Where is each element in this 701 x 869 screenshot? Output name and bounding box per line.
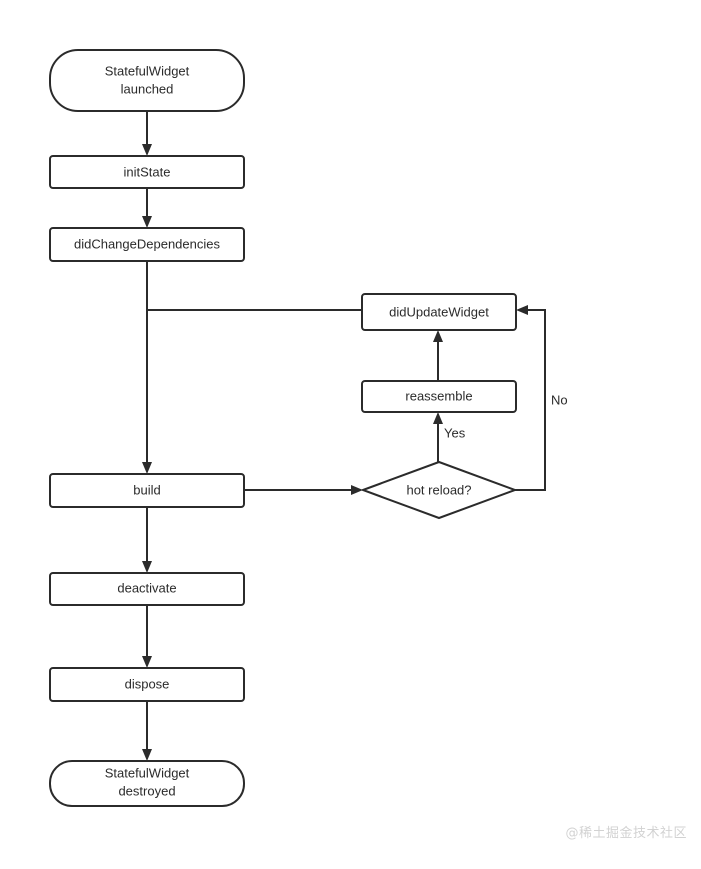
edge-dispose-to-end bbox=[142, 701, 152, 761]
node-reassemble[interactable]: reassemble bbox=[361, 380, 517, 413]
node-end-label-line1: StatefulWidget bbox=[105, 765, 190, 780]
node-start-label-line2: launched bbox=[121, 81, 174, 96]
node-dispose-label: dispose bbox=[125, 676, 170, 691]
node-reassemble-label: reassemble bbox=[405, 388, 472, 403]
edge-hotreload-no-to-didupdatewidget bbox=[515, 305, 546, 491]
node-deactivate[interactable]: deactivate bbox=[49, 572, 245, 606]
node-build[interactable]: build bbox=[49, 473, 245, 508]
node-end[interactable]: StatefulWidget destroyed bbox=[49, 760, 245, 807]
edge-deactivate-to-dispose bbox=[142, 605, 152, 668]
edge-label-yes: Yes bbox=[444, 425, 466, 440]
node-hotreload-label: hot reload? bbox=[406, 482, 471, 497]
node-start[interactable]: StatefulWidget launched bbox=[49, 49, 245, 112]
edge-start-to-initstate bbox=[142, 111, 152, 156]
edge-build-to-deactivate bbox=[142, 507, 152, 573]
node-initstate[interactable]: initState bbox=[49, 155, 245, 189]
edge-initstate-to-didchangedependencies bbox=[142, 188, 152, 228]
node-deactivate-label: deactivate bbox=[117, 580, 176, 595]
edge-hotreload-yes-to-reassemble bbox=[433, 412, 443, 466]
node-didupdatewidget[interactable]: didUpdateWidget bbox=[361, 293, 517, 331]
node-didchangedependencies[interactable]: didChangeDependencies bbox=[49, 227, 245, 262]
node-end-label-line2: destroyed bbox=[118, 783, 175, 798]
node-hotreload[interactable]: hot reload? bbox=[360, 460, 518, 520]
node-didchangedependencies-label: didChangeDependencies bbox=[74, 236, 221, 251]
node-start-label-line1: StatefulWidget bbox=[105, 63, 190, 78]
edge-label-no: No bbox=[551, 392, 568, 407]
node-initstate-label: initState bbox=[124, 164, 171, 179]
node-dispose[interactable]: dispose bbox=[49, 667, 245, 702]
edge-didchangedependencies-to-build bbox=[142, 261, 152, 474]
edge-reassemble-to-didupdatewidget bbox=[433, 330, 443, 381]
edge-build-to-hotreload bbox=[244, 485, 363, 495]
node-build-label: build bbox=[133, 482, 160, 497]
watermark: @稀土掘金技术社区 bbox=[565, 826, 687, 841]
node-didupdatewidget-label: didUpdateWidget bbox=[389, 304, 489, 319]
